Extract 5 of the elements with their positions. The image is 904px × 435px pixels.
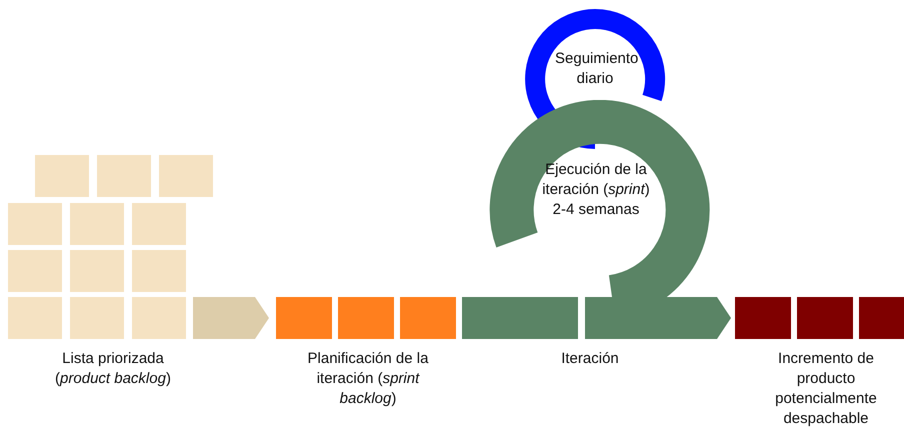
- stage-caption: Lista priorizada (product backlog): [54, 349, 172, 389]
- stage-caption: Iteración: [560, 349, 620, 369]
- stage-caption: Incremento de producto potencialmente despachable: [774, 349, 878, 429]
- stage-caption: Planificación de la iteración (sprint backlog): [306, 349, 430, 409]
- loop-label: Ejecución de la iteración (sprint) 2-4 semanas: [541, 160, 651, 220]
